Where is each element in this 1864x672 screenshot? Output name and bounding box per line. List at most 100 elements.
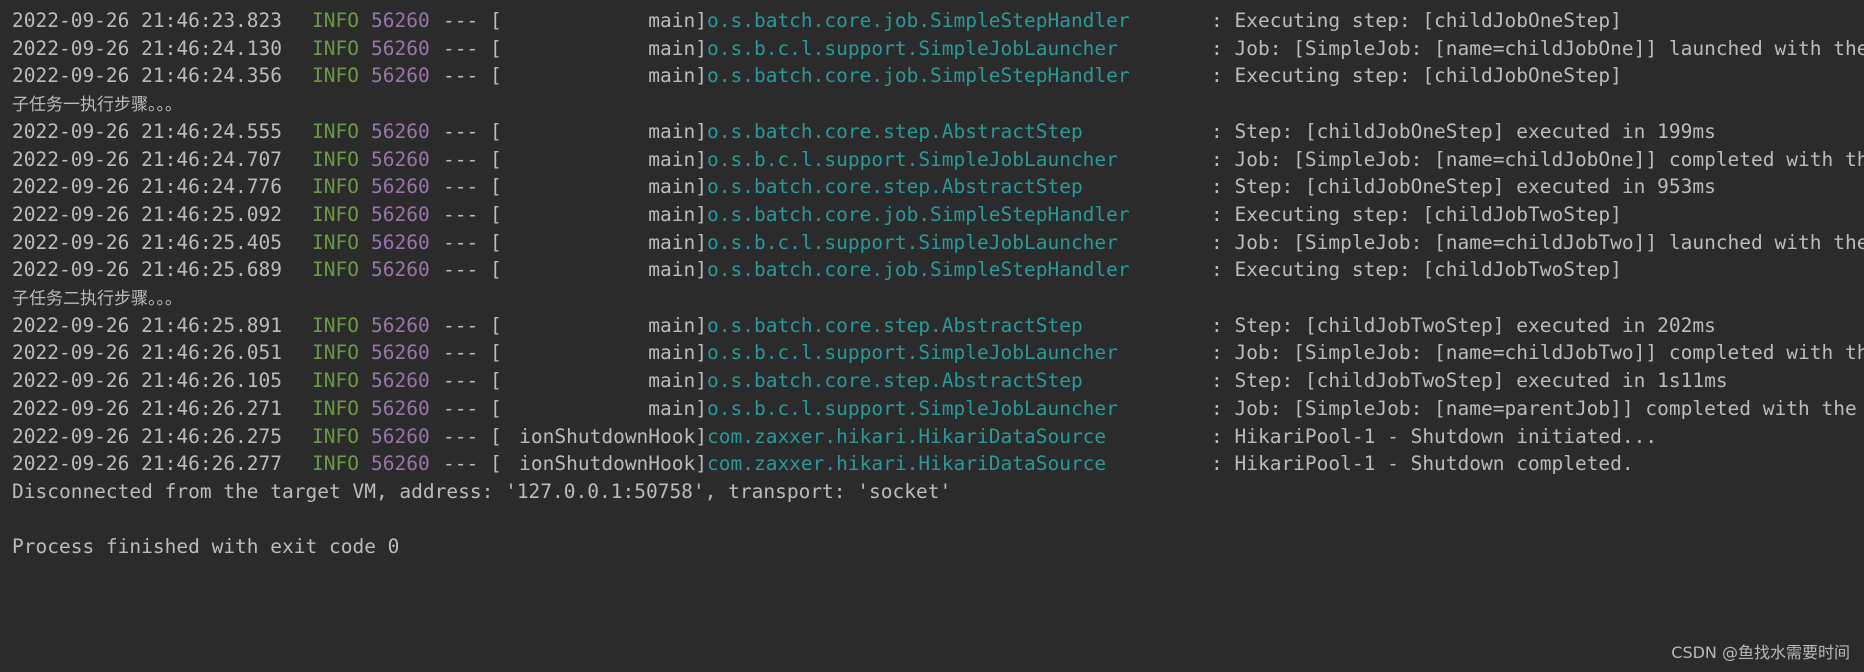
log-timestamp: 2022-09-26 21:46:26.271 xyxy=(12,396,283,420)
log-pid: 56260 xyxy=(371,313,430,337)
log-separator: --- [ xyxy=(443,230,502,254)
log-separator: --- [ xyxy=(443,452,502,476)
output-text: Disconnected from the target VM, address… xyxy=(12,479,952,503)
output-text: 子任务一执行步骤。。。 xyxy=(12,95,182,116)
log-level: INFO xyxy=(312,313,359,337)
log-logger[interactable]: com.zaxxer.hikari.HikariDataSource xyxy=(707,452,1107,476)
log-thread: main] xyxy=(648,258,707,282)
log-pid: 56260 xyxy=(371,230,430,254)
log-logger[interactable]: o.s.b.c.l.support.SimpleJobLauncher xyxy=(707,147,1118,171)
log-logger[interactable]: com.zaxxer.hikari.HikariDataSource xyxy=(707,424,1107,448)
log-timestamp: 2022-09-26 21:46:25.891 xyxy=(12,313,283,337)
cut-off-line xyxy=(695,0,995,3)
log-thread: main] xyxy=(648,396,707,420)
log-separator: --- [ xyxy=(443,9,502,32)
log-level: INFO xyxy=(312,119,359,143)
log-timestamp: 2022-09-26 21:46:23.823 xyxy=(12,9,283,32)
console-text-line: 子任务一执行步骤。。。 xyxy=(12,87,1864,120)
log-timestamp: 2022-09-26 21:46:26.275 xyxy=(12,424,283,448)
log-pid: 56260 xyxy=(371,396,430,420)
log-message: : Executing step: [childJobOneStep] xyxy=(1211,9,1622,32)
log-logger[interactable]: o.s.b.c.l.support.SimpleJobLauncher xyxy=(707,230,1118,254)
log-logger[interactable]: o.s.batch.core.job.SimpleStepHandler xyxy=(707,258,1130,282)
log-thread: main] xyxy=(648,230,707,254)
log-pid: 56260 xyxy=(371,258,430,282)
log-separator: --- [ xyxy=(443,369,502,393)
log-level: INFO xyxy=(312,64,359,88)
log-thread: main] xyxy=(648,369,707,393)
log-pid: 56260 xyxy=(371,9,430,32)
log-level: INFO xyxy=(312,202,359,226)
log-line: 2022-09-26 21:46:23.823 INFO 56260 --- [ mai… xyxy=(12,4,1864,37)
log-thread: main] xyxy=(648,313,707,337)
log-separator: --- [ xyxy=(443,341,502,365)
log-logger[interactable]: o.s.batch.core.step.AbstractStep xyxy=(707,175,1083,199)
log-separator: --- [ xyxy=(443,313,502,337)
log-level: INFO xyxy=(312,9,359,32)
log-separator: --- [ xyxy=(443,396,502,420)
log-thread: main] xyxy=(648,36,707,60)
log-separator: --- [ xyxy=(443,202,502,226)
log-logger[interactable]: o.s.batch.core.job.SimpleStepHandler xyxy=(707,9,1130,32)
log-timestamp: 2022-09-26 21:46:26.105 xyxy=(12,369,283,393)
log-thread: main] xyxy=(648,202,707,226)
log-message: : Step: [childJobTwoStep] executed in 20… xyxy=(1211,313,1716,337)
log-pid: 56260 xyxy=(371,36,430,60)
log-level: INFO xyxy=(312,258,359,282)
log-logger[interactable]: o.s.b.c.l.support.SimpleJobLauncher xyxy=(707,341,1118,365)
log-timestamp: 2022-09-26 21:46:25.405 xyxy=(12,230,283,254)
console-text-line: 子任务二执行步骤。。。 xyxy=(12,281,1864,314)
log-logger[interactable]: o.s.b.c.l.support.SimpleJobLauncher xyxy=(707,396,1118,420)
log-thread: main] xyxy=(648,341,707,365)
log-message: : Executing step: [childJobTwoStep] xyxy=(1211,258,1622,282)
log-timestamp: 2022-09-26 21:46:24.555 xyxy=(12,119,283,143)
log-separator: --- [ xyxy=(443,119,502,143)
log-thread: ionShutdownHook] xyxy=(519,424,707,448)
log-message: : Job: [SimpleJob: [name=childJobTwo]] l… xyxy=(1211,230,1864,254)
log-logger[interactable]: o.s.batch.core.step.AbstractStep xyxy=(707,119,1083,143)
log-thread: ionShutdownHook] xyxy=(519,452,707,476)
log-pid: 56260 xyxy=(371,64,430,88)
log-level: INFO xyxy=(312,396,359,420)
log-pid: 56260 xyxy=(371,202,430,226)
log-message: : Job: [SimpleJob: [name=parentJob]] com… xyxy=(1211,396,1857,420)
log-timestamp: 2022-09-26 21:46:25.689 xyxy=(12,258,283,282)
log-thread: main] xyxy=(648,9,707,32)
log-pid: 56260 xyxy=(371,369,430,393)
log-separator: --- [ xyxy=(443,424,502,448)
log-logger[interactable]: o.s.batch.core.job.SimpleStepHandler xyxy=(707,202,1130,226)
log-message: : HikariPool-1 - Shutdown initiated... xyxy=(1211,424,1658,448)
log-separator: --- [ xyxy=(443,258,502,282)
log-message: : Executing step: [childJobTwoStep] xyxy=(1211,202,1622,226)
log-level: INFO xyxy=(312,36,359,60)
log-logger[interactable]: o.s.batch.core.job.SimpleStepHandler xyxy=(707,64,1130,88)
log-logger[interactable]: o.s.batch.core.step.AbstractStep xyxy=(707,369,1083,393)
log-logger[interactable]: o.s.batch.core.step.AbstractStep xyxy=(707,313,1083,337)
log-separator: --- [ xyxy=(443,36,502,60)
log-thread: main] xyxy=(648,175,707,199)
log-timestamp: 2022-09-26 21:46:24.356 xyxy=(12,64,283,88)
log-line: 2022-09-26 21:46:24.130 INFO 56260 --- [ mai… xyxy=(12,32,1864,65)
log-logger[interactable]: o.s.b.c.l.support.SimpleJobLauncher xyxy=(707,36,1118,60)
log-level: INFO xyxy=(312,341,359,365)
log-separator: --- [ xyxy=(443,147,502,171)
log-thread: main] xyxy=(648,119,707,143)
log-separator: --- [ xyxy=(443,64,502,88)
log-timestamp: 2022-09-26 21:46:26.051 xyxy=(12,341,283,365)
log-message: : Step: [childJobOneStep] executed in 19… xyxy=(1211,119,1716,143)
console-text-line: Disconnected from the target VM, address… xyxy=(12,475,1864,508)
log-pid: 56260 xyxy=(371,147,430,171)
log-pid: 56260 xyxy=(371,424,430,448)
log-timestamp: 2022-09-26 21:46:24.130 xyxy=(12,36,283,60)
log-line: 2022-09-26 21:46:26.271 INFO 56260 --- [ mai… xyxy=(12,392,1864,425)
log-level: INFO xyxy=(312,147,359,171)
log-thread: main] xyxy=(648,147,707,171)
watermark: CSDN @鱼找水需要时间 xyxy=(1671,643,1850,662)
